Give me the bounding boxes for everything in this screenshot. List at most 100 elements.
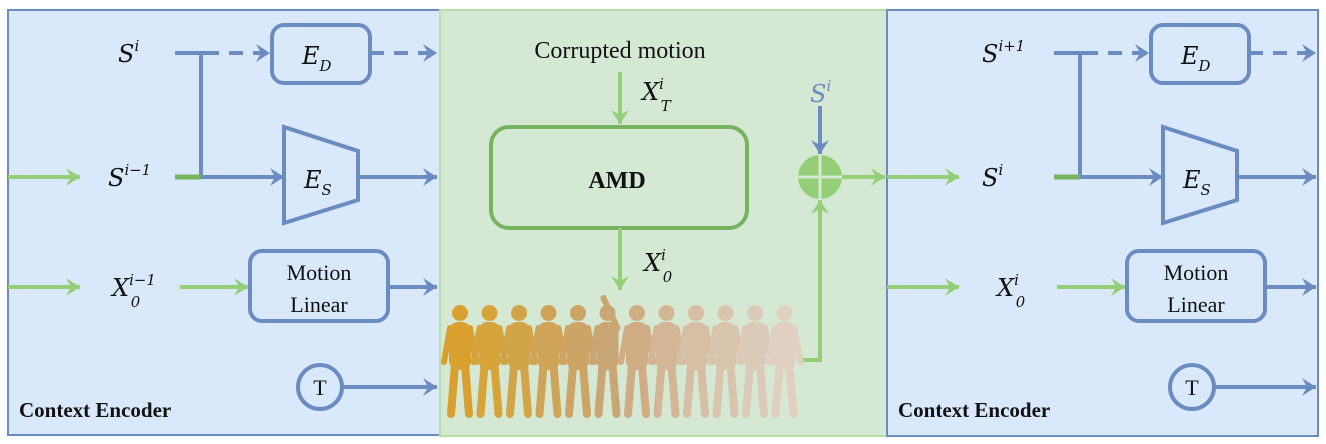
motion-return-arrow-head [811, 200, 829, 214]
figure-leg [726, 361, 739, 418]
green-input-arrow-s-head [66, 168, 80, 186]
s-mid-label-base: S [982, 164, 998, 192]
es-label-sub: S [1201, 181, 1211, 199]
x0-label-base: X [642, 249, 662, 277]
dashed-arrow-ed-out-head [423, 44, 437, 62]
figure-head [570, 305, 586, 321]
figure-torso [773, 322, 796, 370]
es-label: ES [1182, 166, 1211, 199]
figure-head [717, 305, 734, 321]
s-add-arrow-head [811, 140, 829, 154]
green-arrow-to-motion-linear-head [234, 278, 248, 296]
figure-arm [791, 325, 804, 365]
arrow-to-es-head [270, 168, 284, 186]
figure-torso [567, 322, 589, 370]
figure-arm [765, 325, 778, 365]
ed-label: ED [1180, 42, 1211, 75]
es-trapezoid [282, 124, 360, 226]
xt-label-sub: T [661, 97, 672, 115]
x-in-label-sup: i−1 [129, 271, 156, 289]
figure-leg [565, 361, 577, 418]
x-in-label-sup: i [1014, 271, 1019, 289]
xt-label-base: X [640, 78, 660, 106]
motion-linear-output-arrow-head [423, 278, 437, 296]
figure-leg [771, 361, 784, 418]
human-figure [559, 305, 597, 418]
human-figure [706, 305, 745, 418]
s-top-label-sup: i [134, 37, 139, 55]
figure-leg [638, 361, 650, 418]
figure-arm [618, 325, 630, 365]
figure-head [747, 305, 763, 321]
amd-label: AMD [588, 168, 645, 194]
figure-head [540, 305, 557, 321]
dashed-arrow-to-ed-head [1135, 44, 1149, 62]
timestep-output-arrow-head [1302, 378, 1316, 396]
figure-leg [549, 361, 562, 418]
figure-arm [470, 325, 483, 365]
timestep-label: T [1185, 375, 1199, 400]
s-top-label: Si [118, 37, 139, 68]
figure-leg [756, 361, 768, 418]
figure-leg [520, 361, 532, 418]
figure-head [452, 305, 468, 321]
x0-label: Xi 0 [642, 246, 672, 286]
figure-leg [697, 361, 709, 418]
figure-head [688, 305, 704, 321]
figure-arm [441, 325, 453, 365]
s-top-label-base: S [118, 40, 134, 68]
x-in-label-base: X [995, 274, 1015, 302]
corrupted-motion-label: Corrupted motion [534, 38, 705, 64]
figure-torso [508, 322, 530, 370]
figure-arm [706, 325, 719, 365]
figure-head [629, 305, 645, 321]
s-add-label-sup: i [826, 77, 831, 95]
motion-linear-label-2: Linear [290, 292, 348, 317]
x-in-label-sub: 0 [131, 293, 140, 311]
motion-linear-output-arrow-head [1302, 278, 1316, 296]
figure-arm [559, 325, 571, 365]
figure-head [776, 305, 793, 321]
figure-head [481, 305, 498, 321]
s-add-label-base: S [810, 80, 826, 108]
human-figure [500, 305, 538, 418]
x0-label-sup: i [661, 246, 666, 264]
human-figure [529, 305, 568, 418]
green-arrow-to-motion-linear-head [1111, 278, 1125, 296]
figure-leg [506, 361, 518, 418]
figure-leg [624, 361, 636, 418]
ed-label-sub: D [319, 57, 332, 75]
x-in-label-base: X [110, 274, 130, 302]
es-trapezoid [1161, 124, 1239, 226]
es-label: ES [303, 166, 332, 199]
figure-leg [461, 361, 473, 418]
es-label-base: E [303, 166, 322, 194]
es-output-arrow-head [423, 168, 437, 186]
figure-leg [667, 361, 680, 418]
figure-torso [714, 322, 737, 370]
human-figure [470, 305, 509, 418]
es-label-base: E [1182, 166, 1201, 194]
green-input-arrow-x-head [66, 278, 80, 296]
es-label-sub: S [322, 181, 332, 199]
timestep-output-arrow-head [423, 378, 437, 396]
figure-leg [447, 361, 459, 418]
figure-leg [476, 361, 489, 418]
figure-leg [490, 361, 503, 418]
figure-leg [653, 361, 666, 418]
s-top-label-base: S [982, 40, 998, 68]
figure-torso [537, 322, 560, 370]
figure-torso [655, 322, 678, 370]
ed-label-base: E [1180, 42, 1199, 70]
dashed-arrow-to-ed-head [256, 44, 270, 62]
figure-leg [579, 361, 591, 418]
x-in-label-sub: 0 [1016, 293, 1025, 311]
figure-arm [677, 325, 689, 365]
figure-torso [478, 322, 501, 370]
x0-label-sub: 0 [663, 268, 672, 286]
figure-head [658, 305, 675, 321]
